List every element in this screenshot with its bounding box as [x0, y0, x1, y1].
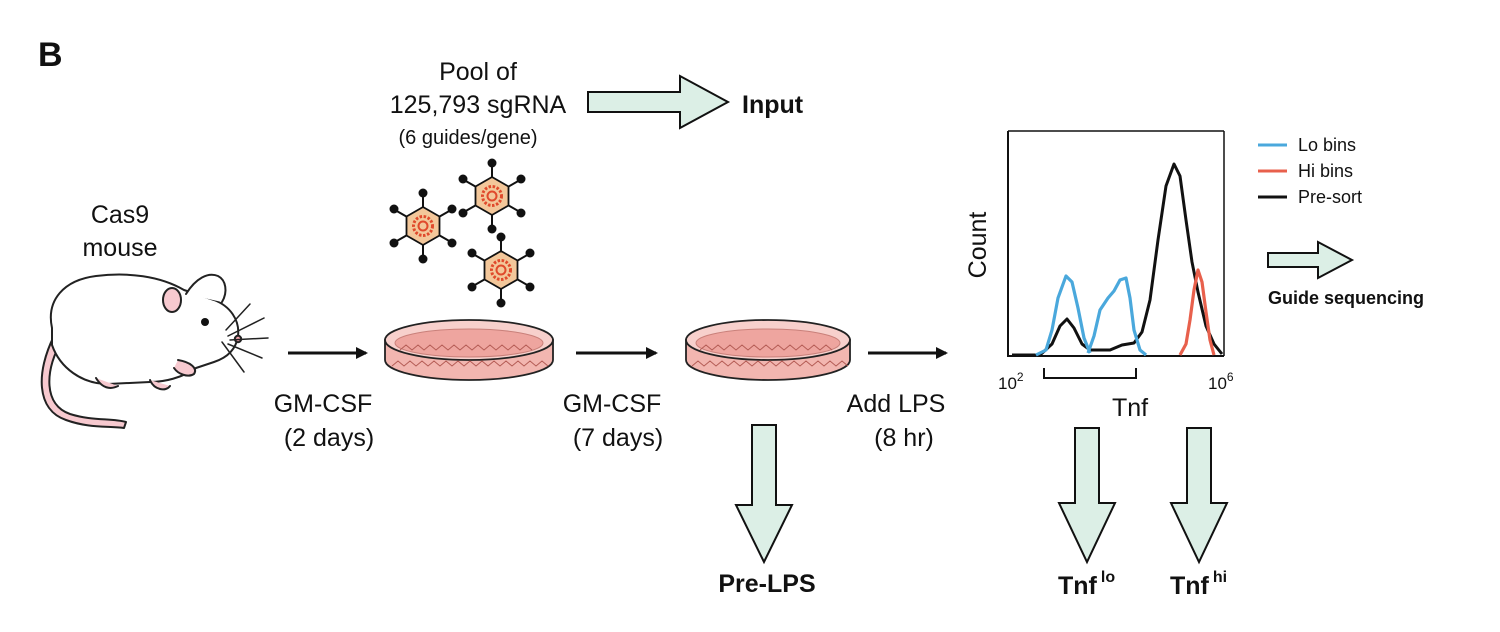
legend: Lo bins Hi bins Pre-sort	[1258, 135, 1362, 207]
tnf-hi-arrow	[1169, 427, 1229, 565]
mouse-label-line2: mouse	[82, 234, 157, 262]
mouse-icon	[40, 273, 269, 429]
tnf-lo-arrow	[1057, 427, 1117, 565]
lentivirus-icon	[388, 187, 458, 265]
x-axis-label: Tnf	[1112, 394, 1148, 422]
step-2-line1: GM-CSF	[563, 390, 662, 418]
input-label: Input	[742, 91, 804, 119]
lentivirus-icon	[457, 157, 527, 235]
tnf-histogram: 102 106 Tnf Count Lo bins Hi bins Pre-so…	[964, 130, 1362, 422]
pool-guides: (6 guides/gene)	[399, 127, 538, 149]
legend-lo: Lo bins	[1298, 135, 1356, 155]
lo-bins-curve	[1086, 276, 1148, 357]
step-3-line1: Add LPS	[847, 390, 946, 418]
tick-right: 106	[1208, 370, 1234, 393]
lo-bins-curve	[1035, 274, 1092, 357]
pool-title: Pool of	[439, 58, 517, 86]
lentivirus-icon	[466, 231, 536, 309]
input-arrow	[587, 74, 731, 130]
hi-bins-curve	[1178, 268, 1216, 356]
step-2-line2: (7 days)	[573, 424, 663, 452]
step-1-line2: (2 days)	[284, 424, 374, 452]
pool-count: 125,793 sgRNA	[390, 91, 567, 119]
pre-lps-label: Pre-LPS	[718, 570, 815, 598]
mouse-label-line1: Cas9	[91, 201, 149, 229]
pre-lps-arrow	[734, 424, 794, 565]
culture-dish-icon	[384, 319, 554, 381]
y-axis-label: Count	[964, 212, 992, 279]
pre-sort-curve	[1012, 162, 1224, 357]
culture-dish-icon	[685, 319, 851, 381]
step-3-line2: (8 hr)	[874, 424, 934, 452]
lo-gate-bracket	[1043, 368, 1137, 379]
axis-frame	[1007, 131, 1224, 357]
guide-sequencing-label: Guide sequencing	[1268, 288, 1424, 308]
panel-label: B	[38, 36, 63, 74]
tick-left: 102	[998, 370, 1024, 393]
guide-sequencing-arrow	[1267, 240, 1355, 280]
step-1-line1: GM-CSF	[274, 390, 373, 418]
legend-presort: Pre-sort	[1298, 187, 1362, 207]
legend-hi: Hi bins	[1298, 161, 1353, 181]
